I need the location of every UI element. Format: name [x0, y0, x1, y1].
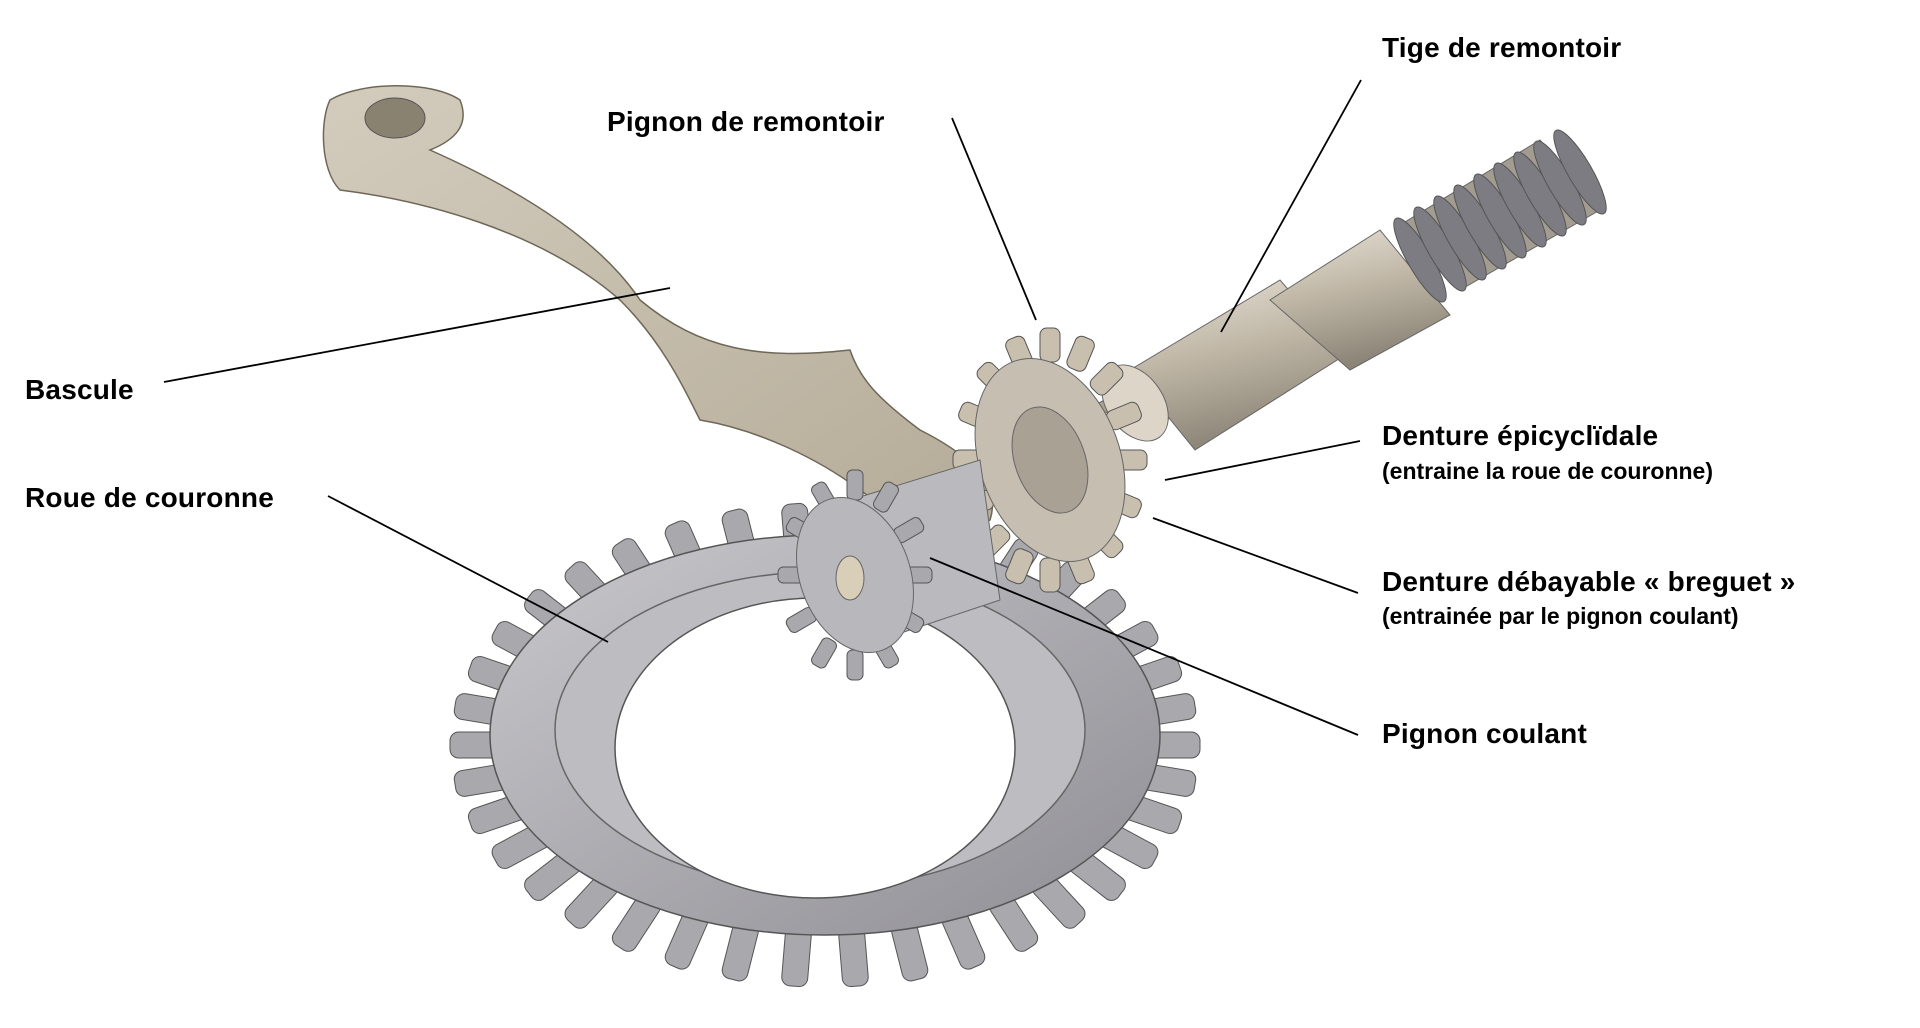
- gear-tooth: [1039, 557, 1061, 593]
- label-roue-de-couronne: Roue de couronne: [25, 482, 274, 513]
- gear-tooth: [1066, 335, 1095, 372]
- leader-lines: [163, 79, 1362, 736]
- lever-hole: [364, 97, 426, 139]
- label-denture-epicycloidale: Denture épicyclïdale: [1382, 420, 1659, 451]
- crown-wheel-hole: [614, 597, 1016, 899]
- winding-pinion: [952, 327, 1148, 593]
- gear-tooth: [846, 469, 864, 501]
- leader-denture-epicycloidale: [1164, 440, 1361, 481]
- thread-ridge: [1553, 129, 1607, 215]
- label-denture-breguet: Denture débayable « breguet »: [1382, 566, 1796, 597]
- stem-thread: [1393, 129, 1607, 303]
- label-pignon-de-remontoir: Pignon de remontoir: [607, 106, 885, 137]
- label-denture-breguet-sub: (entrainée par le pignon coulant): [1382, 603, 1739, 629]
- leader-roue-couronne: [327, 495, 609, 643]
- setting-lever: [322, 85, 994, 529]
- gear-tooth: [846, 649, 864, 681]
- label-bascule: Bascule: [25, 374, 134, 405]
- label-pignon-coulant: Pignon coulant: [1382, 718, 1588, 749]
- winding-stem: [1094, 129, 1607, 451]
- label-tige-de-remontoir: Tige de remontoir: [1382, 32, 1622, 63]
- crown-wheel: [449, 502, 1201, 988]
- leader-tige: [1220, 79, 1362, 333]
- sliding-pinion: [777, 459, 1001, 681]
- gear-tooth: [873, 481, 899, 513]
- gear-tooth: [1005, 548, 1034, 585]
- leader-pignon-remontoir: [951, 117, 1037, 321]
- gear-tooth: [811, 637, 837, 669]
- label-denture-epicycloidale-sub: (entraine la roue de couronne): [1382, 458, 1713, 484]
- leader-bascule: [163, 287, 671, 383]
- leader-pignon-coulant: [929, 557, 1359, 736]
- leader-denture-breguet: [1152, 517, 1359, 594]
- gear-tooth: [1089, 361, 1124, 396]
- gear-tooth: [1039, 327, 1061, 363]
